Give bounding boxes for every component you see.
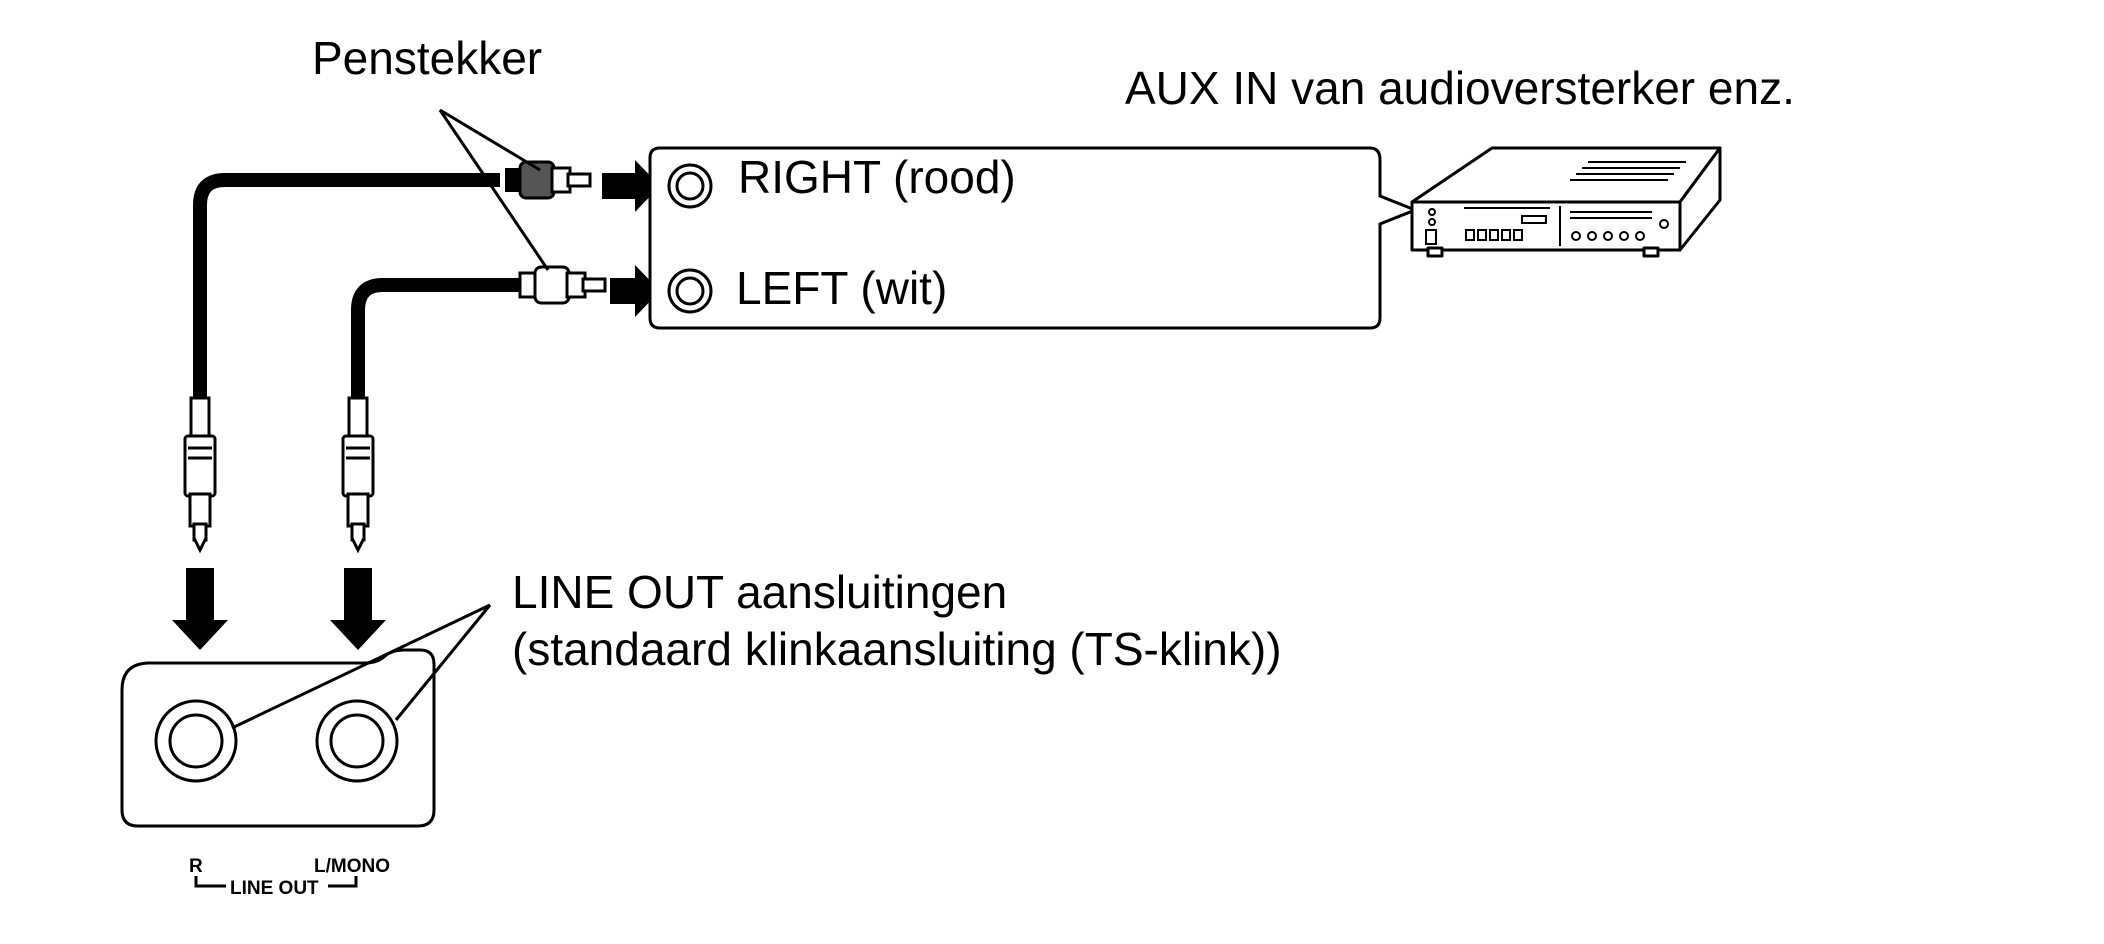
arrow-to-right-jack bbox=[602, 160, 660, 212]
rca-plug-red bbox=[505, 160, 592, 200]
line-out-label-line1: LINE OUT aansluitingen bbox=[512, 566, 1007, 618]
amplifier-device bbox=[1410, 146, 1722, 258]
right-jack-label: RIGHT (rood) bbox=[738, 151, 1016, 203]
left-jack-label: LEFT (wit) bbox=[736, 262, 947, 314]
aux-in-label: AUX IN van audioversterker enz. bbox=[1125, 62, 1795, 114]
panel-caption-line-out: LINE OUT bbox=[230, 878, 319, 899]
amplifier-front-panel bbox=[1425, 206, 1669, 246]
rca-plug-white bbox=[518, 265, 607, 305]
leader-line-out-r bbox=[231, 603, 491, 730]
rca-jack-left bbox=[667, 268, 713, 314]
leader-pin-plug-white bbox=[438, 109, 550, 271]
rca-jack-right bbox=[667, 163, 713, 209]
leader-pin-plug-red bbox=[439, 108, 541, 172]
panel-caption-bracket-right bbox=[328, 876, 358, 888]
arrow-down-l-mono bbox=[330, 568, 386, 650]
cable-left bbox=[351, 278, 520, 400]
amplifier-vent-grille bbox=[1570, 161, 1686, 181]
cable-right bbox=[193, 173, 500, 400]
phone-plug-l-mono bbox=[341, 396, 375, 554]
line-out-jack-l-mono bbox=[315, 699, 399, 783]
aux-in-callout-box bbox=[648, 146, 1420, 330]
panel-caption-bracket-left bbox=[194, 876, 226, 888]
leader-line-out-l bbox=[394, 604, 492, 721]
jack-l-mono-label: L/MONO bbox=[314, 856, 390, 877]
pin-plug-label: Penstekker bbox=[312, 32, 542, 84]
line-out-label-line2: (standaard klinkaansluiting (TS-klink)) bbox=[512, 623, 1282, 675]
phone-plug-r bbox=[183, 396, 217, 554]
jack-r-label: R bbox=[189, 856, 203, 877]
arrow-down-r bbox=[172, 568, 228, 650]
arrow-to-left-jack bbox=[610, 265, 660, 317]
line-out-jack-r bbox=[154, 699, 238, 783]
